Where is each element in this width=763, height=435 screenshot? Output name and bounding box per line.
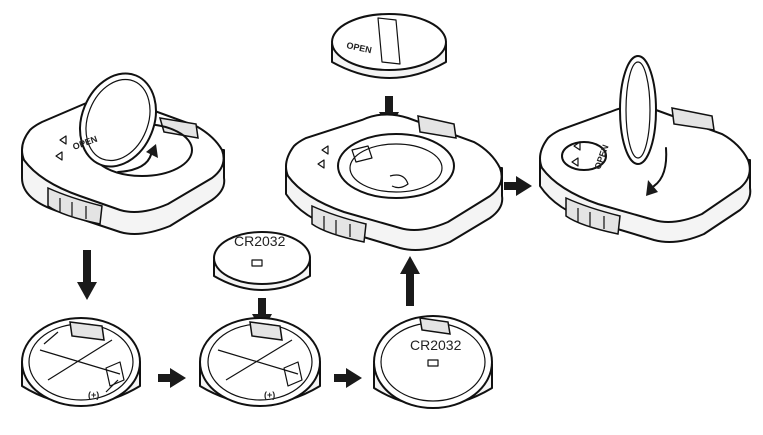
- arrow-up: [400, 256, 420, 306]
- step-place-holder: OPEN: [285, 13, 504, 251]
- step-holder-empty: (+): [21, 317, 141, 407]
- arrow-down-1: [77, 250, 97, 300]
- arrow-right-1: [158, 368, 186, 388]
- arrow-right-3: [504, 176, 532, 196]
- step-remove-cover: OPEN: [21, 72, 226, 235]
- arrow-right-2: [334, 368, 362, 388]
- step-close-cover: OPEN: [539, 55, 752, 243]
- battery-label-top: CR2032: [234, 233, 286, 249]
- step-insert-battery: CR2032 (+): [199, 231, 321, 407]
- step-holder-full: CR2032: [373, 315, 493, 409]
- battery-label-bottom: CR2032: [410, 337, 462, 353]
- polarity-label-1: (+): [88, 390, 99, 400]
- polarity-label-2: (+): [264, 390, 275, 400]
